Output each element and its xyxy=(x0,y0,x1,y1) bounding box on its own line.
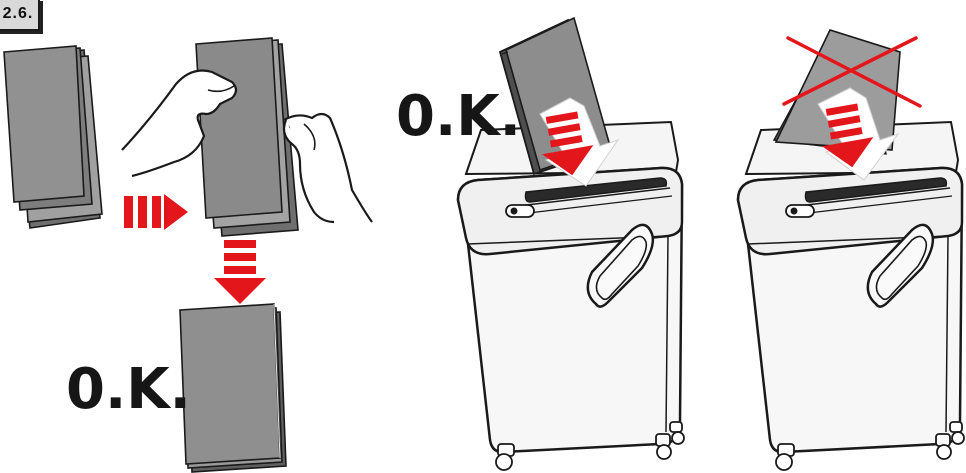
figure-label: 2.6. xyxy=(0,0,40,31)
step-arrow-right-icon xyxy=(124,194,188,230)
step-arrow-down-icon xyxy=(214,240,266,304)
figure-label-text: 2.6. xyxy=(3,5,34,23)
loose-paper-stack xyxy=(4,46,102,228)
ok-label-bundle: 0.K. xyxy=(66,362,191,418)
aligned-paper-bundle xyxy=(180,304,286,472)
ok-label-shredder: 0.K. xyxy=(396,89,521,145)
shredder-incorrect xyxy=(738,122,964,470)
